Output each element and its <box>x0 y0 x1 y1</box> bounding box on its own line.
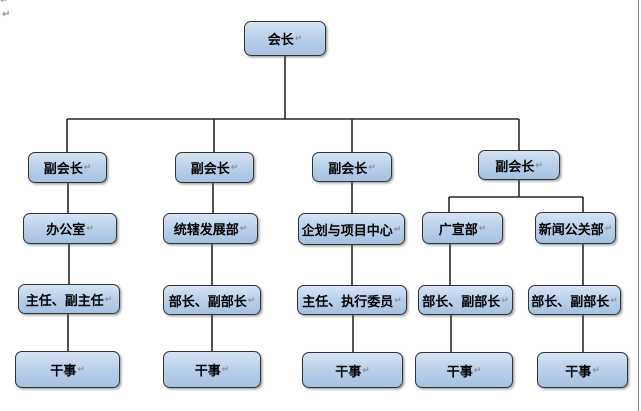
org-node-dept-office[interactable]: 办公室↵ <box>23 213 117 244</box>
org-node-label: 部长、副部长 <box>531 293 610 309</box>
org-node-role-pr-ministers[interactable]: 部长、副部长↵ <box>528 285 621 315</box>
org-node-label: 统辖发展部 <box>173 222 239 237</box>
return-mark: ↵ <box>77 364 85 374</box>
return-mark: ↵ <box>247 294 256 305</box>
return-mark: ↵ <box>239 223 248 233</box>
org-node-label: 副会长 <box>495 158 535 174</box>
org-node-label: 副会长 <box>43 161 83 176</box>
org-node-label: 新闻公关部 <box>538 221 604 237</box>
return-mark: ↵ <box>473 364 482 375</box>
paragraph-mark: ↵ <box>0 0 9 6</box>
org-node-vice-president-1[interactable]: 副会长↵ <box>28 152 107 183</box>
org-node-label: 部长、副部长 <box>168 293 247 309</box>
return-mark: ↵ <box>394 294 402 305</box>
return-mark: ↵ <box>535 159 543 170</box>
org-node-vice-president-4[interactable]: 副会长↵ <box>478 150 560 180</box>
return-mark: ↵ <box>86 223 94 233</box>
org-node-dept-publicity[interactable]: 广宣部↵ <box>422 212 503 244</box>
org-node-staff-pr[interactable]: 干事↵ <box>537 352 628 388</box>
return-mark: ↵ <box>610 294 618 305</box>
return-mark: ↵ <box>221 364 230 374</box>
org-node-label: 干事 <box>335 363 362 379</box>
org-node-staff-development[interactable]: 干事↵ <box>163 351 261 388</box>
paragraph-mark: ↵ <box>2 9 11 20</box>
org-node-role-development-ministers[interactable]: 部长、副部长↵ <box>163 285 261 315</box>
org-node-label: 干事 <box>194 363 221 378</box>
org-node-role-publicity-ministers[interactable]: 部长、副部长↵ <box>418 285 513 315</box>
org-node-dept-development[interactable]: 统辖发展部↵ <box>163 213 258 244</box>
return-mark: ↵ <box>478 222 487 233</box>
org-node-label: 干事 <box>50 363 77 378</box>
return-mark: ↵ <box>294 33 303 43</box>
org-node-label: 会长 <box>267 32 294 47</box>
org-node-vice-president-3[interactable]: 副会长↵ <box>312 152 392 182</box>
return-mark: ↵ <box>501 294 509 305</box>
return-mark: ↵ <box>368 161 376 172</box>
page-edge-line <box>637 0 639 411</box>
org-node-label: 广宣部 <box>438 221 478 237</box>
org-node-staff-publicity[interactable]: 干事↵ <box>415 352 513 388</box>
return-mark: ↵ <box>604 222 613 233</box>
org-node-dept-planning-center[interactable]: 企划与项目中心↵ <box>298 213 405 245</box>
org-node-label: 干事 <box>446 363 473 379</box>
org-node-dept-news-pr[interactable]: 新闻公关部↵ <box>535 212 616 244</box>
return-mark: ↵ <box>592 364 600 375</box>
return-mark: ↵ <box>393 223 402 234</box>
org-node-role-office-directors[interactable]: 主任、副主任↵ <box>18 284 120 314</box>
org-node-role-planning-committee[interactable]: 主任、执行委员↵ <box>297 285 407 315</box>
return-mark: ↵ <box>104 293 113 304</box>
org-node-staff-office[interactable]: 干事↵ <box>15 351 120 388</box>
return-mark: ↵ <box>230 162 239 172</box>
return-mark: ↵ <box>83 162 92 172</box>
org-node-label: 主任、副主任 <box>25 292 104 308</box>
org-node-label: 副会长 <box>328 160 368 176</box>
org-node-vice-president-2[interactable]: 副会长↵ <box>175 152 254 183</box>
org-node-label: 副会长 <box>190 161 230 176</box>
org-node-label: 部长、副部长 <box>422 293 501 309</box>
org-node-label: 主任、执行委员 <box>302 293 394 309</box>
org-node-label: 办公室 <box>46 222 86 237</box>
org-node-label: 企划与项目中心 <box>301 222 393 238</box>
org-node-staff-planning[interactable]: 干事↵ <box>302 352 403 388</box>
org-node-label: 干事 <box>565 363 592 379</box>
return-mark: ↵ <box>362 364 370 375</box>
org-node-president[interactable]: 会长↵ <box>244 21 326 56</box>
